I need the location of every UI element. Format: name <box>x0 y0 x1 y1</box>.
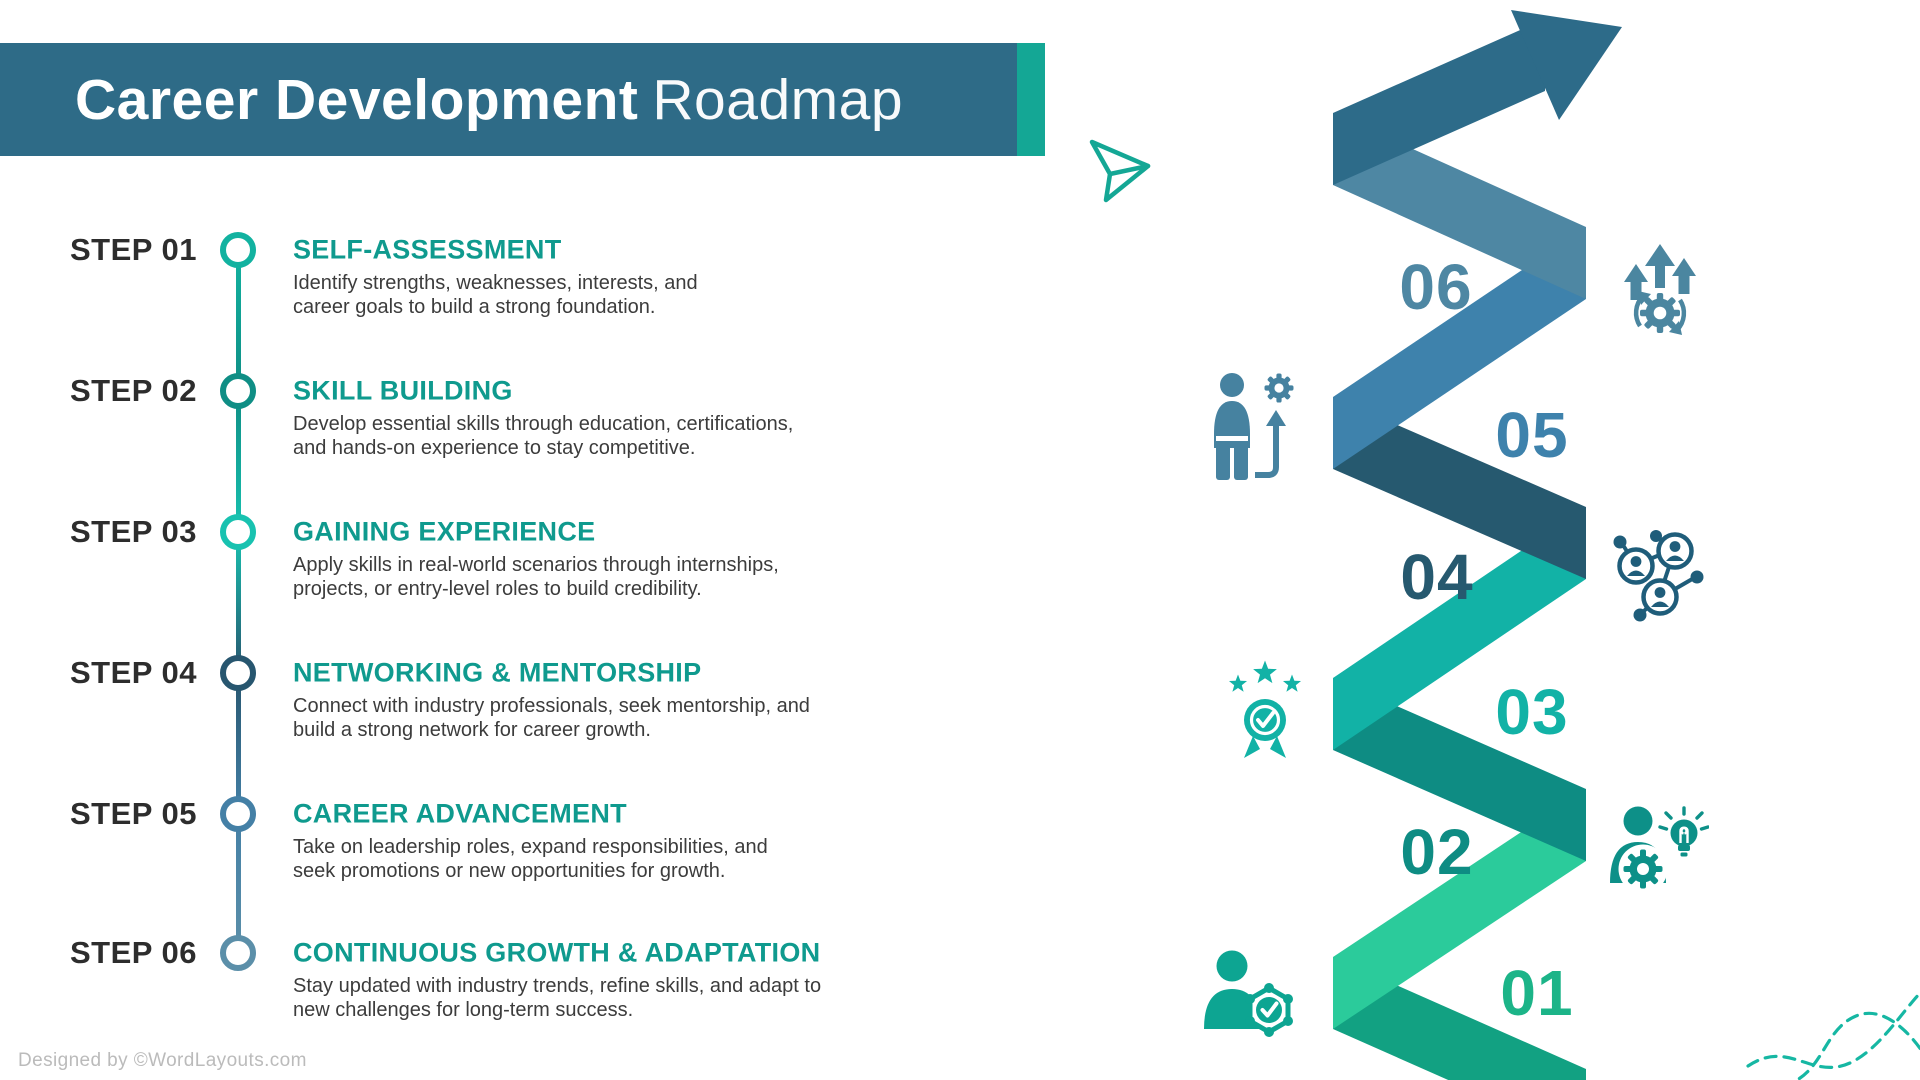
timeline-connector <box>236 252 241 953</box>
step-label: STEP 03 <box>70 514 198 549</box>
step-title: CONTINUOUS GROWTH & ADAPTATION <box>293 937 821 968</box>
person-verified-badge-icon <box>1203 947 1303 1047</box>
milestone-number-02: 02 <box>1400 816 1474 888</box>
step-row-3: STEP 03 GAINING EXPERIENCE Apply skills … <box>0 496 980 600</box>
dashed-curve-decoration <box>1746 990 1920 1080</box>
person-idea-gear-icon <box>1607 805 1709 905</box>
step-row-4: STEP 04 NETWORKING & MENTORSHIP Connect … <box>0 637 980 741</box>
step-title: CAREER ADVANCEMENT <box>293 798 627 829</box>
timeline-node-icon <box>220 232 256 268</box>
milestone-number-04: 04 <box>1400 541 1474 613</box>
step-description: Develop essential skills through educati… <box>293 413 794 460</box>
timeline-node-icon <box>220 655 256 691</box>
timeline-node-icon <box>220 796 256 832</box>
growth-arrows-gear-cycle-icon <box>1622 242 1698 342</box>
step-title: NETWORKING & MENTORSHIP <box>293 657 702 688</box>
step-label: STEP 05 <box>70 796 198 831</box>
ribbon-arrow-icon <box>1333 10 1622 185</box>
step-description: Take on leadership roles, expand respons… <box>293 836 768 883</box>
network-people-icon <box>1612 528 1704 623</box>
send-cursor-icon <box>1089 139 1151 203</box>
step-description: Identify strengths, weaknesses, interest… <box>293 272 698 319</box>
step-title: SELF-ASSESSMENT <box>293 234 562 265</box>
page-title-light: Roadmap <box>652 67 904 132</box>
milestone-number-05: 05 <box>1495 399 1569 471</box>
step-title: SKILL BUILDING <box>293 375 513 406</box>
step-label: STEP 02 <box>70 373 198 408</box>
step-row-5: STEP 05 CAREER ADVANCEMENT Take on leade… <box>0 778 980 882</box>
step-label: STEP 01 <box>70 232 198 267</box>
banner-accent-bar <box>1017 43 1045 156</box>
step-row-2: STEP 02 SKILL BUILDING Develop essential… <box>0 355 980 459</box>
step-label: STEP 04 <box>70 655 198 690</box>
timeline-node-icon <box>220 373 256 409</box>
timeline-node-icon <box>220 935 256 971</box>
person-gear-rising-arrow-icon <box>1205 372 1300 480</box>
step-title: GAINING EXPERIENCE <box>293 516 596 547</box>
milestone-number-01: 01 <box>1500 957 1574 1029</box>
step-label: STEP 06 <box>70 935 198 970</box>
credit-text: Designed by ©WordLayouts.com <box>18 1050 307 1071</box>
step-description: Stay updated with industry trends, refin… <box>293 975 822 1022</box>
medal-stars-icon <box>1227 660 1303 764</box>
step-description: Apply skills in real-world scenarios thr… <box>293 554 779 601</box>
milestone-number-03: 03 <box>1495 676 1569 748</box>
page-title-bold: Career Development <box>75 67 639 132</box>
step-row-6: STEP 06 CONTINUOUS GROWTH & ADAPTATION S… <box>0 917 980 1021</box>
step-description: Connect with industry professionals, see… <box>293 695 810 742</box>
step-row-1: STEP 01 SELF-ASSESSMENT Identify strengt… <box>0 214 980 318</box>
milestone-number-06: 06 <box>1399 251 1473 323</box>
timeline-node-icon <box>220 514 256 550</box>
